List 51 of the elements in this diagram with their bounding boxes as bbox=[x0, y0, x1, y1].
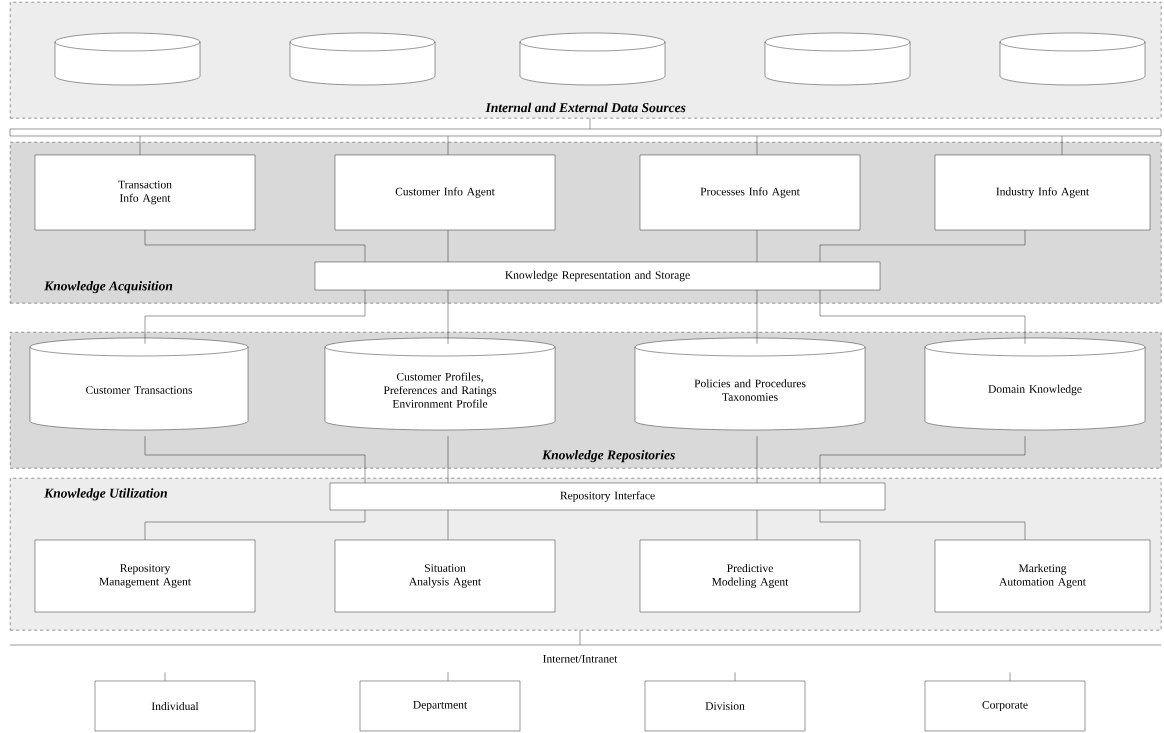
connector-line bbox=[756, 136, 758, 155]
connector-line bbox=[1009, 672, 1011, 681]
process-box: Processes Info Agent bbox=[639, 154, 861, 231]
process-box: Transaction Info Agent bbox=[34, 154, 256, 231]
database-cylinder: Policies and Procedures Taxonomies bbox=[634, 337, 866, 431]
connector-line bbox=[756, 230, 758, 262]
bus-bar bbox=[9, 128, 1162, 137]
database-cylinder bbox=[289, 32, 436, 86]
connector-line bbox=[756, 290, 758, 344]
connector-line bbox=[1061, 136, 1063, 155]
database-cylinder bbox=[999, 32, 1146, 86]
connector-line bbox=[144, 290, 366, 344]
process-box: Department bbox=[359, 680, 521, 732]
network-bus: Internet/Intranet bbox=[9, 644, 1162, 663]
connector-line bbox=[139, 136, 141, 155]
connector-line bbox=[144, 510, 366, 540]
connector-line bbox=[447, 436, 449, 483]
connector-line bbox=[447, 510, 449, 540]
database-cylinder: Customer Profiles, Preferences and Ratings Environment Profile bbox=[324, 337, 556, 431]
connector-line bbox=[447, 290, 449, 344]
process-box: Repository Interface bbox=[329, 482, 886, 511]
connector-line bbox=[447, 672, 449, 681]
process-box: Customer Info Agent bbox=[334, 154, 556, 231]
database-cylinder bbox=[519, 32, 666, 86]
process-box: Predictive Modeling Agent bbox=[639, 539, 861, 613]
connector-line bbox=[579, 630, 581, 646]
connector-line bbox=[756, 436, 758, 483]
process-box: Repository Management Agent bbox=[34, 539, 256, 613]
connector-line bbox=[819, 230, 1026, 262]
process-box: Individual bbox=[94, 680, 256, 732]
connector-line bbox=[447, 136, 449, 155]
connector-line bbox=[819, 510, 1026, 540]
process-box: Marketing Automation Agent bbox=[934, 539, 1151, 613]
database-cylinder: Customer Transactions bbox=[29, 337, 249, 431]
connector-line bbox=[819, 436, 1026, 483]
connector-line bbox=[589, 118, 591, 129]
process-box: Knowledge Representation and Storage bbox=[314, 261, 881, 291]
database-cylinder bbox=[764, 32, 911, 86]
connector-line bbox=[144, 436, 366, 483]
process-box: Corporate bbox=[924, 680, 1086, 732]
connector-line bbox=[819, 290, 1026, 344]
database-cylinder: Domain Knowledge bbox=[924, 337, 1146, 431]
connector-line bbox=[734, 672, 736, 681]
connector-line bbox=[447, 230, 449, 262]
process-box: Division bbox=[644, 680, 806, 732]
connector-line bbox=[164, 672, 166, 681]
connector-line bbox=[144, 230, 366, 262]
process-box: Situation Analysis Agent bbox=[334, 539, 556, 613]
connector-line bbox=[756, 510, 758, 540]
process-box: Industry Info Agent bbox=[934, 154, 1151, 231]
database-cylinder bbox=[54, 32, 201, 86]
